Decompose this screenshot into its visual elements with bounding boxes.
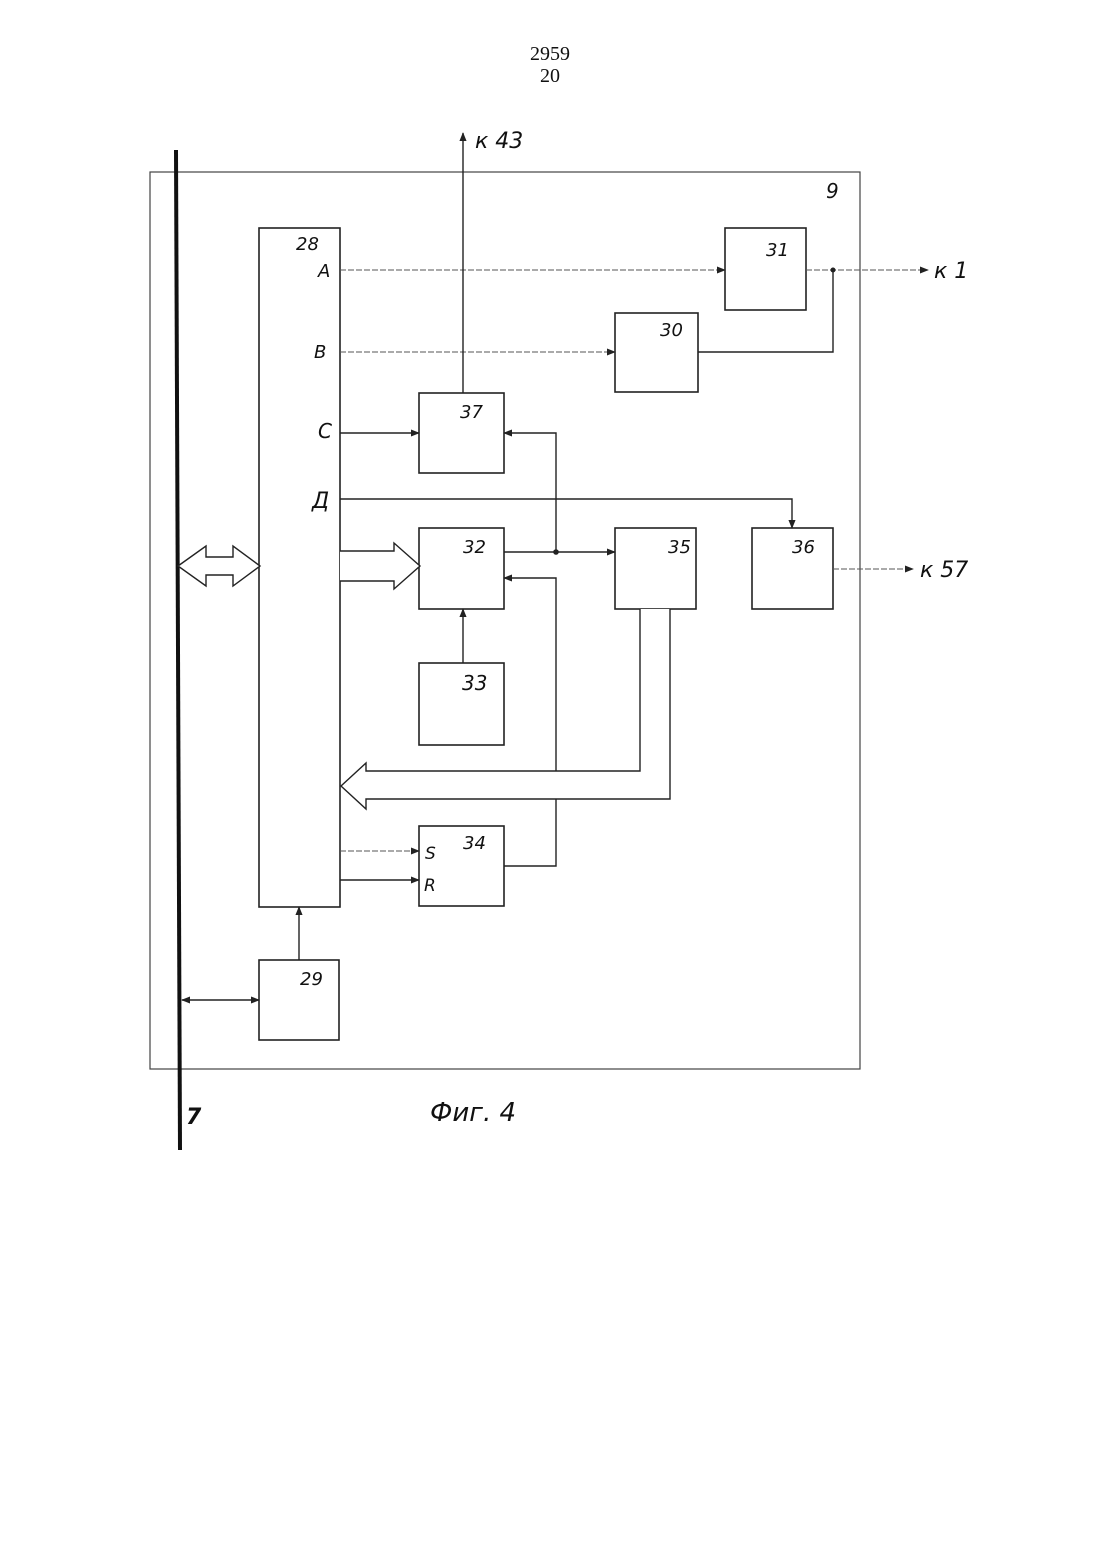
block-28-input-c: C bbox=[318, 419, 332, 443]
bus-28-to-32-arrow bbox=[340, 543, 420, 589]
block-28 bbox=[259, 228, 340, 907]
block-31-label: 31 bbox=[766, 240, 789, 261]
block-33-label: 33 bbox=[462, 671, 487, 695]
bus-35-to-28-arrow bbox=[341, 609, 670, 809]
block-28-input-b: B bbox=[314, 342, 326, 363]
line-d-to-36 bbox=[340, 499, 792, 528]
block-34-label: 34 bbox=[463, 833, 486, 854]
block-29-label: 29 bbox=[300, 969, 323, 990]
block-30-label: 30 bbox=[660, 320, 683, 341]
block-35-label: 35 bbox=[668, 537, 691, 558]
system-bus-line bbox=[176, 150, 180, 1150]
block-34-pin-r: R bbox=[424, 876, 436, 896]
output-to-43: к 43 bbox=[475, 129, 523, 154]
block-36-label: 36 bbox=[792, 537, 815, 558]
line-34-to-32 bbox=[504, 578, 556, 866]
bus-interface-arrow bbox=[178, 546, 260, 586]
bus-label: 7 bbox=[186, 1105, 202, 1130]
block-34-pin-s: S bbox=[425, 844, 436, 864]
frame-label: 9 bbox=[826, 179, 839, 203]
block-29 bbox=[259, 960, 339, 1040]
block-28-label: 28 bbox=[296, 234, 319, 255]
output-to-57: к 57 bbox=[920, 558, 968, 583]
block-30 bbox=[615, 313, 698, 392]
block-32-label: 32 bbox=[463, 537, 486, 558]
output-to-1: к 1 bbox=[934, 259, 968, 284]
block-32 bbox=[419, 528, 504, 609]
block-28-input-d: Д bbox=[311, 489, 329, 514]
block-37-label: 37 bbox=[460, 402, 483, 423]
figure-caption: Фиг. 4 bbox=[430, 1098, 516, 1128]
block-28-input-a: A bbox=[317, 261, 330, 282]
line-junction-to-37 bbox=[504, 433, 556, 552]
